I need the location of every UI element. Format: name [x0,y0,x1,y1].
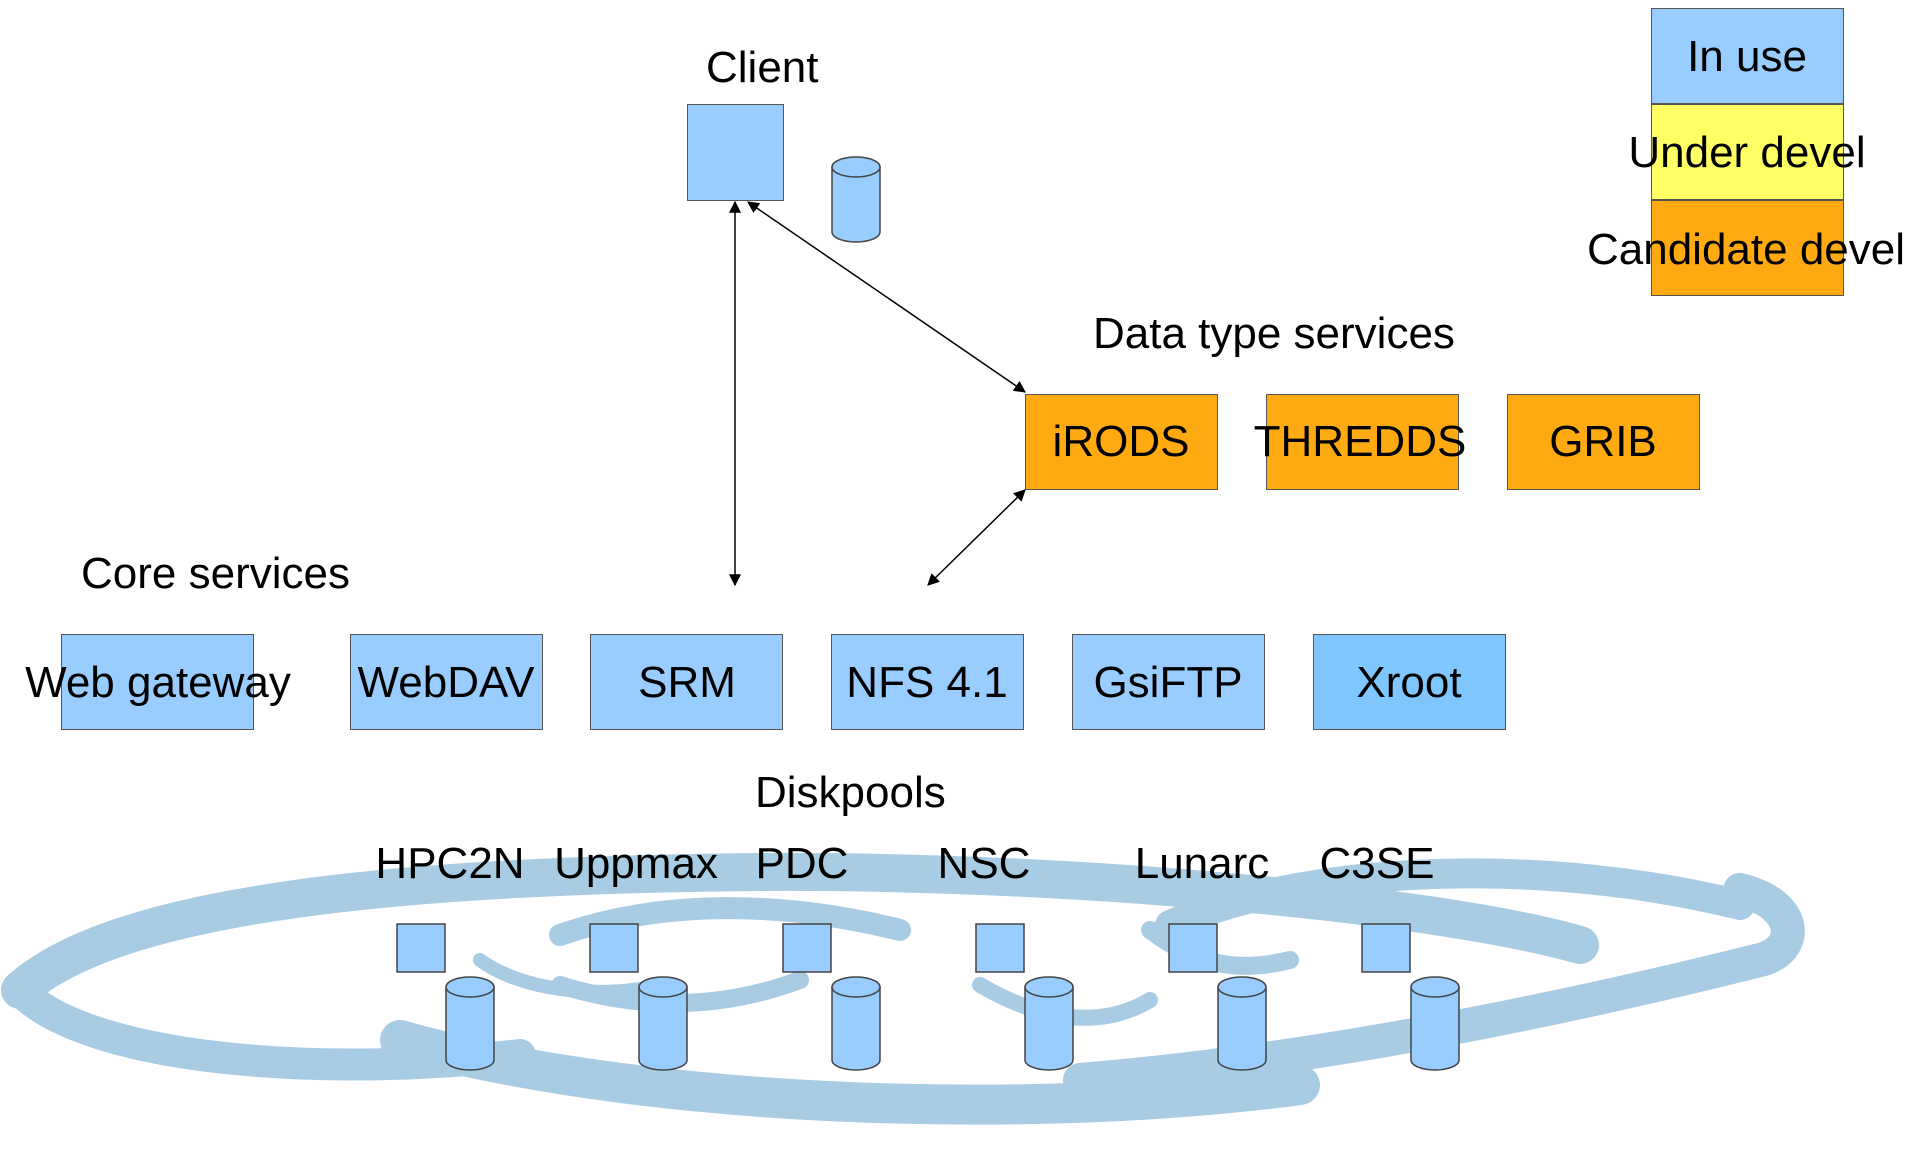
irods-label: iRODS [1052,417,1190,466]
grib-label: GRIB [1549,417,1657,466]
site-label-c3se: C3SE [1319,839,1435,888]
grib-box [1507,394,1700,490]
webdav-label: WebDAV [357,658,535,707]
thredds-label: THREDDS [1253,417,1467,466]
gsiftp-box [1072,634,1265,730]
webdav-box [350,634,543,730]
database-icon-lunarc [1217,976,1267,1071]
srm-label: SRM [638,658,736,707]
node-icon-nsc [975,923,1025,973]
data-type-services-heading: Data type services [1093,309,1455,358]
database-icon-hpc2n [445,976,495,1071]
thredds-box [1266,394,1459,490]
irods-nfs-arrow [927,489,1026,586]
node-icon-lunarc [1168,923,1218,973]
xroot-label: Xroot [1356,658,1462,707]
client-irods-arrow [747,201,1026,393]
nfs-box [831,634,1024,730]
node-icon-c3se [1361,923,1411,973]
database-icon-pdc [831,976,881,1071]
site-label-hpc2n: HPC2N [375,839,525,888]
diskpools-heading: Diskpools [755,768,946,817]
nfs-label: NFS 4.1 [846,658,1008,707]
client-database-icon [831,156,881,243]
site-label-lunarc: Lunarc [1134,839,1270,888]
xroot-box [1313,634,1506,730]
site-label-nsc: NSC [937,839,1031,888]
node-icon-pdc [782,923,832,973]
legend-swatch-in-use [1651,8,1844,104]
diskpool-icons [396,923,1460,1071]
database-icon-c3se [1410,976,1460,1071]
web-gateway-label: Web gateway [25,658,291,707]
core-services-heading: Core services [81,549,350,598]
background-cloud [1,852,1805,1125]
node-icon-uppmax [589,923,639,973]
irods-box [1025,394,1218,490]
site-label-uppmax: Uppmax [554,839,718,888]
srm-box [590,634,783,730]
legend-label-candidate-devel: Candidate devel [1586,225,1906,274]
client-node-icon [687,104,784,201]
legend-swatch-candidate-devel [1651,200,1844,296]
gsiftp-label: GsiFTP [1093,658,1243,707]
web-gateway-box [61,634,254,730]
site-label-pdc: PDC [755,839,849,888]
connection-arrows [729,200,1026,587]
database-icon-uppmax [638,976,688,1071]
node-icon-hpc2n [396,923,446,973]
legend-swatch-under-devel [1651,104,1844,200]
database-icon-nsc [1024,976,1074,1071]
legend-label-in-use: In use [1687,32,1807,81]
client-label: Client [706,43,819,92]
legend-label-under-devel: Under devel [1628,128,1866,177]
